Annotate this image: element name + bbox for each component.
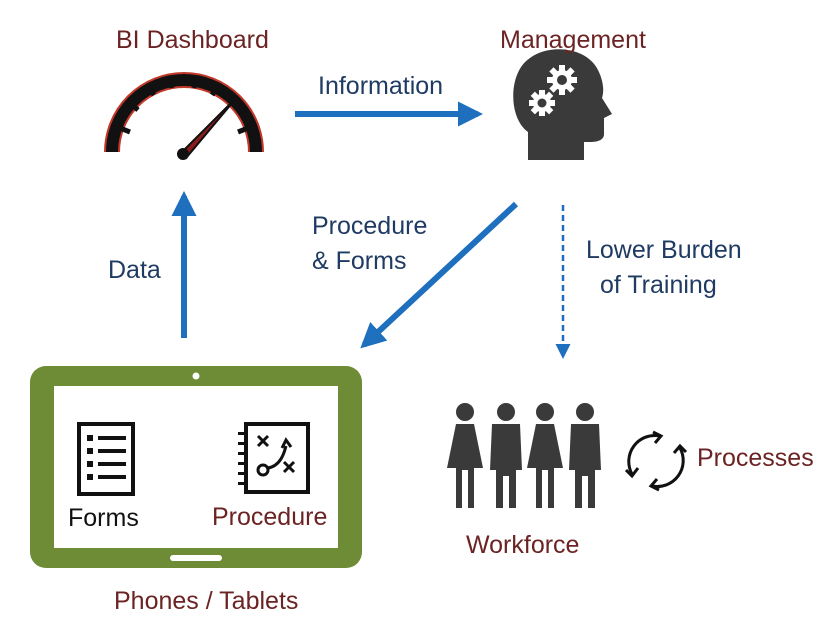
head-gears-icon (513, 49, 612, 160)
workforce-label: Workforce (466, 531, 580, 559)
processes-label: Processes (697, 444, 814, 472)
information-label: Information (318, 72, 444, 100)
data-label: Data (108, 256, 161, 284)
procedure-label: Procedure (212, 503, 328, 531)
gauge-icon (104, 72, 264, 160)
lower-burden-label-line1: Lower Burden (586, 236, 742, 264)
lower-burden-label-line2: of Training (600, 271, 717, 299)
forms-label: Forms (68, 504, 139, 532)
procedure-notebook-icon (238, 422, 310, 494)
management-label: Management (500, 26, 646, 54)
tablet-icon (30, 366, 362, 568)
form-list-icon (77, 422, 135, 496)
procedure-forms-label-line1: Procedure (312, 212, 428, 240)
procedure-forms-label-line2: & Forms (312, 247, 407, 275)
procedure-forms-arrow (360, 201, 519, 349)
bi-dashboard-label: BI Dashboard (116, 26, 269, 54)
cycle-arrows-icon (624, 430, 688, 492)
phones-tablets-label: Phones / Tablets (114, 587, 299, 615)
people-group-icon (447, 403, 601, 508)
